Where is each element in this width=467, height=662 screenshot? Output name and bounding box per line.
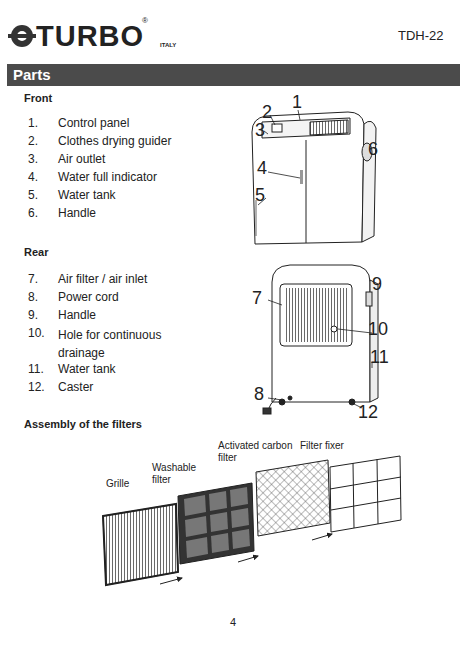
list-number: 1.: [28, 116, 38, 130]
part-name: Caster: [58, 380, 93, 394]
callout-number: 8: [254, 384, 264, 406]
callout-number: 9: [372, 274, 382, 296]
registered-mark: ®: [142, 16, 148, 26]
callout-number: 12: [358, 402, 378, 424]
part-name: Hole for continuous drainage: [58, 326, 198, 362]
leader-lines: [268, 300, 372, 408]
filter-label: Grille: [106, 478, 129, 490]
section-band: Parts: [7, 64, 460, 86]
callout-number: 1: [292, 92, 302, 114]
callout-number: 4: [257, 158, 267, 180]
list-number: 2.: [28, 134, 38, 148]
list-number: 9.: [28, 308, 38, 322]
assembly-arrows: [160, 534, 332, 584]
part-name: Power cord: [58, 290, 119, 304]
brand-logo: TURBO: [36, 19, 144, 54]
part-name: Water tank: [58, 188, 116, 202]
part-name: Water tank: [58, 362, 116, 376]
rear-unit: [263, 265, 378, 414]
list-number: 6.: [28, 206, 38, 220]
list-number: 8.: [28, 290, 38, 304]
callout-number: 5: [255, 185, 265, 207]
filter-assembly: [103, 456, 401, 585]
callout-number: 7: [252, 288, 262, 310]
part-name: Control panel: [58, 116, 129, 130]
part-name: Handle: [58, 206, 96, 220]
front-unit: [252, 112, 376, 244]
part-name: Air filter / air inlet: [58, 272, 147, 286]
filter-label: Washable filter: [152, 462, 202, 486]
brand-country: ITALY: [160, 42, 176, 49]
subheading: Assembly of the filters: [24, 418, 142, 431]
page-number: 4: [230, 616, 236, 629]
part-name: Water full indicator: [58, 170, 157, 184]
model-number: TDH-22: [398, 28, 444, 44]
part-name: Air outlet: [58, 152, 105, 166]
list-number: 11.: [28, 362, 44, 376]
filter-label: Activated carbon filter: [218, 440, 300, 464]
callout-number: 10: [368, 319, 388, 341]
list-number: 10.: [28, 326, 45, 340]
part-name: Clothes drying guider: [58, 134, 171, 148]
subheading: Front: [24, 92, 52, 105]
part-name: Handle: [58, 308, 96, 322]
list-number: 7.: [28, 272, 38, 286]
list-number: 12.: [28, 380, 45, 394]
subheading: Rear: [24, 246, 48, 259]
filter-label: Filter fixer: [300, 440, 344, 452]
list-number: 3.: [28, 152, 38, 166]
callout-number: 6: [368, 139, 378, 161]
list-number: 4.: [28, 170, 38, 184]
logo-gear: [8, 25, 36, 47]
callout-number: 11: [370, 347, 389, 369]
callout-number: 3: [255, 120, 265, 142]
list-number: 5.: [28, 188, 38, 202]
section-heading: Parts: [13, 66, 454, 84]
